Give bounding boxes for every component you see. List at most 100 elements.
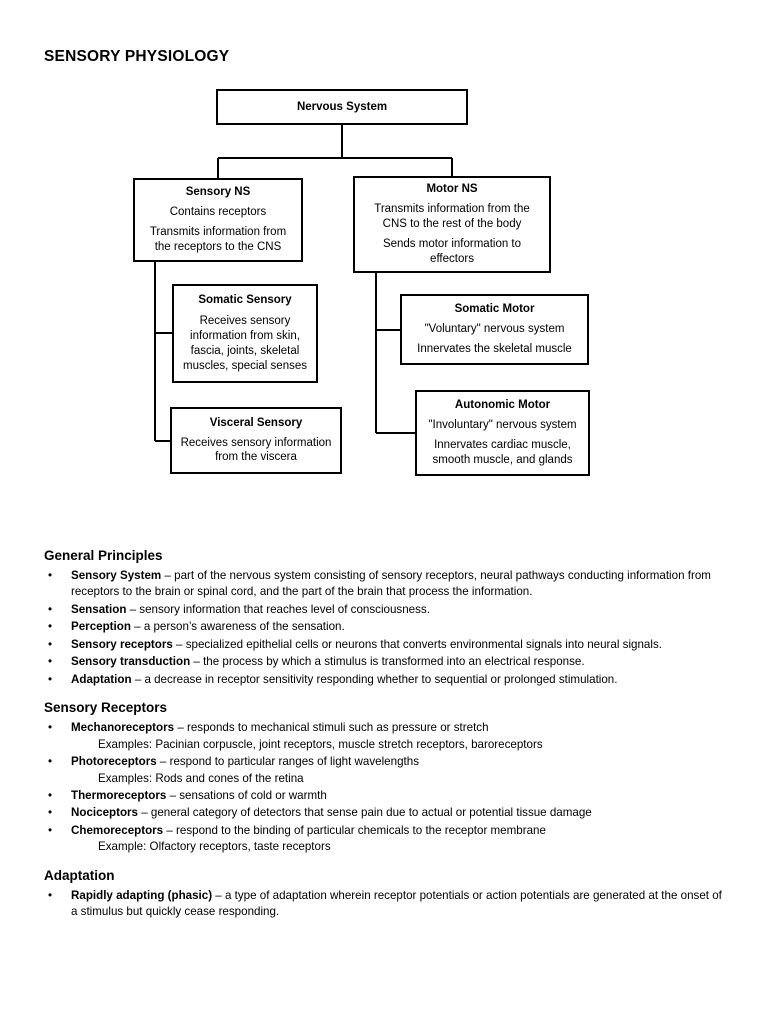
diagram-node-nervous-system: Nervous System <box>216 89 468 125</box>
term-definition: a person’s awareness of the sensation. <box>143 620 345 634</box>
content-section: General Principles • Sensory System – part… <box>44 548 726 688</box>
term-definition: respond to the binding of particular che… <box>176 823 546 837</box>
node-title: Nervous System <box>296 100 388 113</box>
node-title: Somatic Motor <box>454 303 535 316</box>
term-examples: Example: Olfactory receptors, taste rece… <box>98 840 331 854</box>
term-label: Rapidly adapting (phasic) <box>71 888 213 902</box>
term-label: Perception <box>71 620 131 634</box>
term-dash: – <box>166 788 180 802</box>
term-label: Sensory receptors <box>71 637 173 651</box>
node-line: Innervates cardiac muscle, smooth muscle… <box>432 439 573 466</box>
node-line: Sends motor information to effectors <box>382 237 522 265</box>
term-label: Photoreceptors <box>71 755 157 769</box>
list-item: • Photoreceptors – respond to particular … <box>44 754 726 787</box>
term-dash: – <box>130 620 144 634</box>
term-dash: – <box>156 755 170 769</box>
node-line: "Involuntary" nervous system <box>428 419 577 432</box>
term-definition: sensations of cold or warmth <box>179 788 327 802</box>
term-dash: – <box>138 806 151 820</box>
bullet-dot-icon: • <box>48 721 53 735</box>
bullet-dot-icon: • <box>48 806 53 820</box>
diagram-node-motor-ns: Motor NS Transmits information from the … <box>353 176 551 273</box>
bullet-dot-icon: • <box>48 672 53 686</box>
node-line: Receives sensory information from skin, … <box>183 315 307 372</box>
term-label: Mechanoreceptors <box>71 721 175 735</box>
bullet-dot-icon: • <box>48 823 53 837</box>
page-title: SENSORY PHYSIOLOGY <box>44 48 230 65</box>
term-definition: the process by which a stimulus is trans… <box>203 655 585 669</box>
bullet-dot-icon: • <box>48 655 53 669</box>
bullet-dot-icon: • <box>48 620 53 634</box>
diagram-node-sensory-ns: Sensory NS Contains receptors Transmits … <box>133 178 303 262</box>
term-dash: – <box>174 721 187 735</box>
node-line: Receives sensory information from the vi… <box>180 436 332 464</box>
term-definition: a type of adaptation wherein receptor po… <box>71 888 722 919</box>
list-item: • Sensory transduction – the process by w… <box>44 654 726 670</box>
term-dash: – <box>190 655 204 669</box>
section-heading: General Principles <box>44 548 163 563</box>
list-item: • Sensation – sensory information that re… <box>44 602 726 618</box>
term-label: Nociceptors <box>71 806 139 820</box>
term-definition: general category of detectors that sense… <box>150 806 592 820</box>
term-definition: responds to mechanical stimuli such as p… <box>186 721 489 735</box>
diagram-node-somatic-motor: Somatic Motor "Voluntary" nervous system… <box>400 294 589 365</box>
content-section: Adaptation • Rapidly adapting (phasic) – a… <box>44 868 726 921</box>
list-item: • Mechanoreceptors – responds to mechanic… <box>44 720 726 753</box>
term-dash: – <box>172 637 186 651</box>
node-title: Motor NS <box>426 183 478 196</box>
node-line: "Voluntary" nervous system <box>424 323 565 336</box>
bullet-dot-icon: • <box>48 788 53 802</box>
list-item: • Sensory receptors – specialized epithel… <box>44 637 726 653</box>
section-heading: Sensory Receptors <box>44 700 168 716</box>
term-definition: specialized epithelial cells or neurons … <box>185 637 662 651</box>
term-definition: a decrease in receptor sensitivity respo… <box>144 672 618 686</box>
node-title: Sensory NS <box>185 186 251 199</box>
bullet-list: • Sensory System – part of the nervous sy… <box>44 568 726 688</box>
section-heading: Adaptation <box>44 867 115 883</box>
term-definition: respond to particular ranges of light wa… <box>169 755 419 769</box>
node-line: Transmits information from the CNS to th… <box>374 203 530 231</box>
term-label: Chemoreceptors <box>71 823 164 837</box>
term-dash: – <box>212 888 225 902</box>
content-section: Sensory Receptors • Mechanoreceptors – res… <box>44 700 726 856</box>
list-item: • Nociceptors – general category of detec… <box>44 805 726 821</box>
nervous-system-diagram: Nervous System Sensory NS Contains recep… <box>0 0 768 500</box>
term-examples: Examples: Rods and cones of the retina <box>98 771 304 785</box>
diagram-node-somatic-sensory: Somatic Sensory Receives sensory informa… <box>172 284 318 383</box>
document-body: General Principles • Sensory System – part… <box>44 548 726 923</box>
term-definition: part of the nervous system consisting of… <box>71 569 711 599</box>
node-line: Innervates the skeletal muscle <box>417 342 572 355</box>
term-dash: – <box>131 672 145 686</box>
list-item: • Adaptation – a decrease in receptor sen… <box>44 672 726 688</box>
list-item: • Thermoreceptors – sensations of cold or… <box>44 788 726 804</box>
bullet-list: • Rapidly adapting (phasic) – a type of a… <box>44 888 726 921</box>
bullet-list: • Mechanoreceptors – responds to mechanic… <box>44 720 726 856</box>
bullet-dot-icon: • <box>48 888 53 902</box>
term-dash: – <box>161 569 175 582</box>
node-line: Contains receptors <box>169 206 267 219</box>
list-item: • Sensory System – part of the nervous sy… <box>44 568 726 601</box>
node-title: Autonomic Motor <box>454 399 551 412</box>
bullet-dot-icon: • <box>48 755 53 769</box>
node-title: Somatic Sensory <box>198 294 292 307</box>
term-label: Thermoreceptors <box>71 788 167 802</box>
term-label: Sensory transduction <box>71 655 191 669</box>
term-dash: – <box>126 602 140 616</box>
list-item: • Chemoreceptors – respond to the binding… <box>44 823 726 856</box>
list-item: • Rapidly adapting (phasic) – a type of a… <box>44 888 726 921</box>
bullet-dot-icon: • <box>48 602 53 616</box>
diagram-node-autonomic-motor: Autonomic Motor "Involuntary" nervous sy… <box>415 390 590 476</box>
list-item: • Perception – a person’s awareness of th… <box>44 619 726 635</box>
term-definition: sensory information that reaches level o… <box>139 602 430 616</box>
term-examples: Examples: Pacinian corpuscle, joint rece… <box>98 737 543 751</box>
node-line: Transmits information from the receptors… <box>149 226 287 253</box>
term-dash: – <box>163 823 177 837</box>
diagram-connector-lines <box>154 125 453 442</box>
term-label: Sensory System <box>71 569 162 582</box>
term-label: Sensation <box>71 602 127 616</box>
diagram-node-visceral-sensory: Visceral Sensory Receives sensory inform… <box>170 407 342 474</box>
term-label: Adaptation <box>71 672 132 686</box>
bullet-dot-icon: • <box>48 569 53 582</box>
bullet-dot-icon: • <box>48 637 53 651</box>
